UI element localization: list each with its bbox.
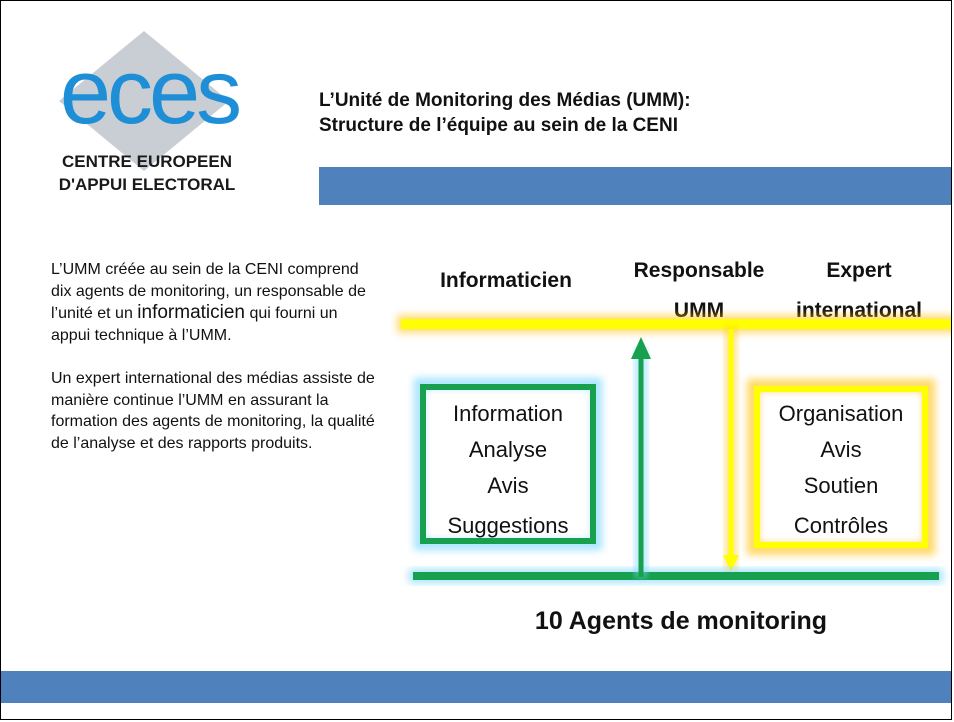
org-diagram: Informaticien Responsable UMM Expert int… — [391, 251, 951, 641]
description-para2: Un expert international des médias assis… — [51, 370, 375, 452]
description-para1: L’UMM créée au sein de la CENI comprend … — [51, 259, 381, 346]
agents-label: 10 Agents de monitoring — [535, 607, 827, 635]
left-box-item-3: Avis — [487, 473, 528, 498]
role-expert-line1: Expert — [826, 259, 891, 282]
para1-emphasis: informaticien — [137, 302, 245, 323]
para1-text-a: L’UMM créée au sein de la CENI comprend … — [51, 261, 366, 322]
logo-wordmark: eces — [60, 41, 239, 143]
right-box-item-1: Organisation — [779, 401, 904, 426]
left-box-glow — [414, 378, 602, 550]
right-box-item-3: Soutien — [804, 473, 879, 498]
top-line — [401, 319, 951, 329]
org-diagram-svg: Informaticien Responsable UMM Expert int… — [397, 259, 951, 635]
role-responsable-line1: Responsable — [634, 259, 765, 282]
yellow-arrowhead — [723, 555, 739, 571]
right-box-item-4: Contrôles — [794, 513, 888, 538]
right-box-item-2: Avis — [820, 437, 861, 462]
logo-line2: D'APPUI ELECTORAL — [59, 175, 236, 194]
left-box-item-1: Information — [453, 401, 563, 426]
right-box — [754, 386, 928, 548]
top-accent-bar — [319, 167, 951, 205]
bottom-line — [413, 572, 939, 580]
eces-logo: eces CENTRE EUROPEEN D'APPUI ELECTORAL — [29, 31, 269, 206]
right-box-glow — [747, 379, 935, 555]
bottom-accent-bar — [1, 671, 951, 703]
logo-diamond — [59, 31, 229, 171]
description: L’UMM créée au sein de la CENI comprend … — [51, 259, 381, 476]
left-box-item-4: Suggestions — [447, 513, 568, 538]
role-informaticien: Informaticien — [440, 269, 572, 292]
green-arrowhead — [631, 337, 651, 359]
logo-graphic: eces CENTRE EUROPEEN D'APPUI ELECTORAL — [59, 31, 243, 194]
logo-line1: CENTRE EUROPEEN — [62, 152, 232, 171]
slide-title: L’Unité de Monitoring des Médias (UMM): … — [319, 88, 939, 138]
title-line2: Structure de l’équipe au sein de la CENI — [319, 115, 678, 136]
left-box — [420, 384, 596, 544]
para1-text-b: qui fourni un appui technique à l’UMM. — [51, 305, 338, 344]
title-line1: L’Unité de Monitoring des Médias (UMM): — [319, 90, 691, 111]
left-box-item-2: Analyse — [469, 437, 547, 462]
